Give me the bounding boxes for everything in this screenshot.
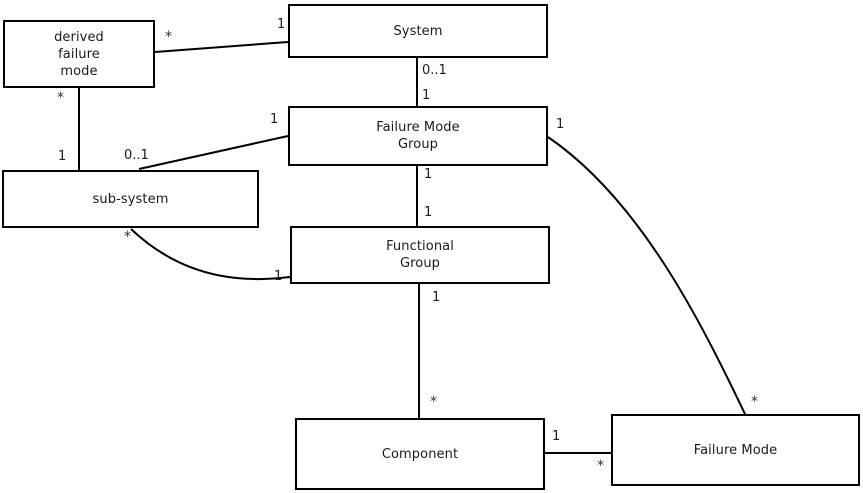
mult-fmg-near-sub-system: 1 <box>270 112 279 127</box>
edge-derived-failure-mode-system <box>154 41 289 53</box>
edge-sub-system-failure-mode-group <box>138 135 289 170</box>
node-label-system: System <box>393 23 443 39</box>
node-label-failure-mode: Failure Mode <box>693 442 778 458</box>
mult-derived-to-system-near: * <box>165 29 172 45</box>
node-label-derived-failure-mode: derived failure mode <box>54 29 104 79</box>
mult-functional-group-left: 1 <box>274 269 283 284</box>
mult-fmg-to-failure-mode: 1 <box>556 117 565 132</box>
mult-failure-mode-left: * <box>597 458 604 474</box>
mult-system-down: 0..1 <box>422 63 447 78</box>
mult-sub-system-down-curve: * <box>124 229 131 245</box>
node-label-component: Component <box>381 446 459 462</box>
node-label-failure-mode-group: Failure Mode Group <box>376 120 460 152</box>
edge-sub-system-functional-group <box>130 228 291 281</box>
node-failure-mode-group[interactable]: Failure Mode Group <box>288 106 548 166</box>
mult-failure-mode-top: * <box>751 394 758 410</box>
mult-functional-group-up: 1 <box>424 205 433 220</box>
node-sub-system[interactable]: sub-system <box>2 170 259 228</box>
node-label-functional-group: Functional Group <box>386 239 454 271</box>
mult-derived-down: * <box>57 90 64 106</box>
edge-failure-mode-group-failure-mode <box>547 136 746 415</box>
mult-fmg-up: 1 <box>422 88 431 103</box>
mult-fmg-down: 1 <box>424 167 433 182</box>
mult-system-near-derived: 1 <box>277 17 286 32</box>
mult-functional-group-down: 1 <box>432 290 441 305</box>
node-failure-mode[interactable]: Failure Mode <box>611 414 860 486</box>
node-component[interactable]: Component <box>295 418 545 490</box>
mult-component-right: 1 <box>552 429 561 444</box>
mult-component-up: * <box>430 394 437 410</box>
node-system[interactable]: System <box>288 4 548 58</box>
node-functional-group[interactable]: Functional Group <box>290 226 550 284</box>
mult-sub-system-up: 1 <box>58 149 67 164</box>
mult-sub-system-to-fmg: 0..1 <box>124 148 149 163</box>
node-label-sub-system: sub-system <box>92 191 169 207</box>
node-derived-failure-mode[interactable]: derived failure mode <box>3 20 155 88</box>
